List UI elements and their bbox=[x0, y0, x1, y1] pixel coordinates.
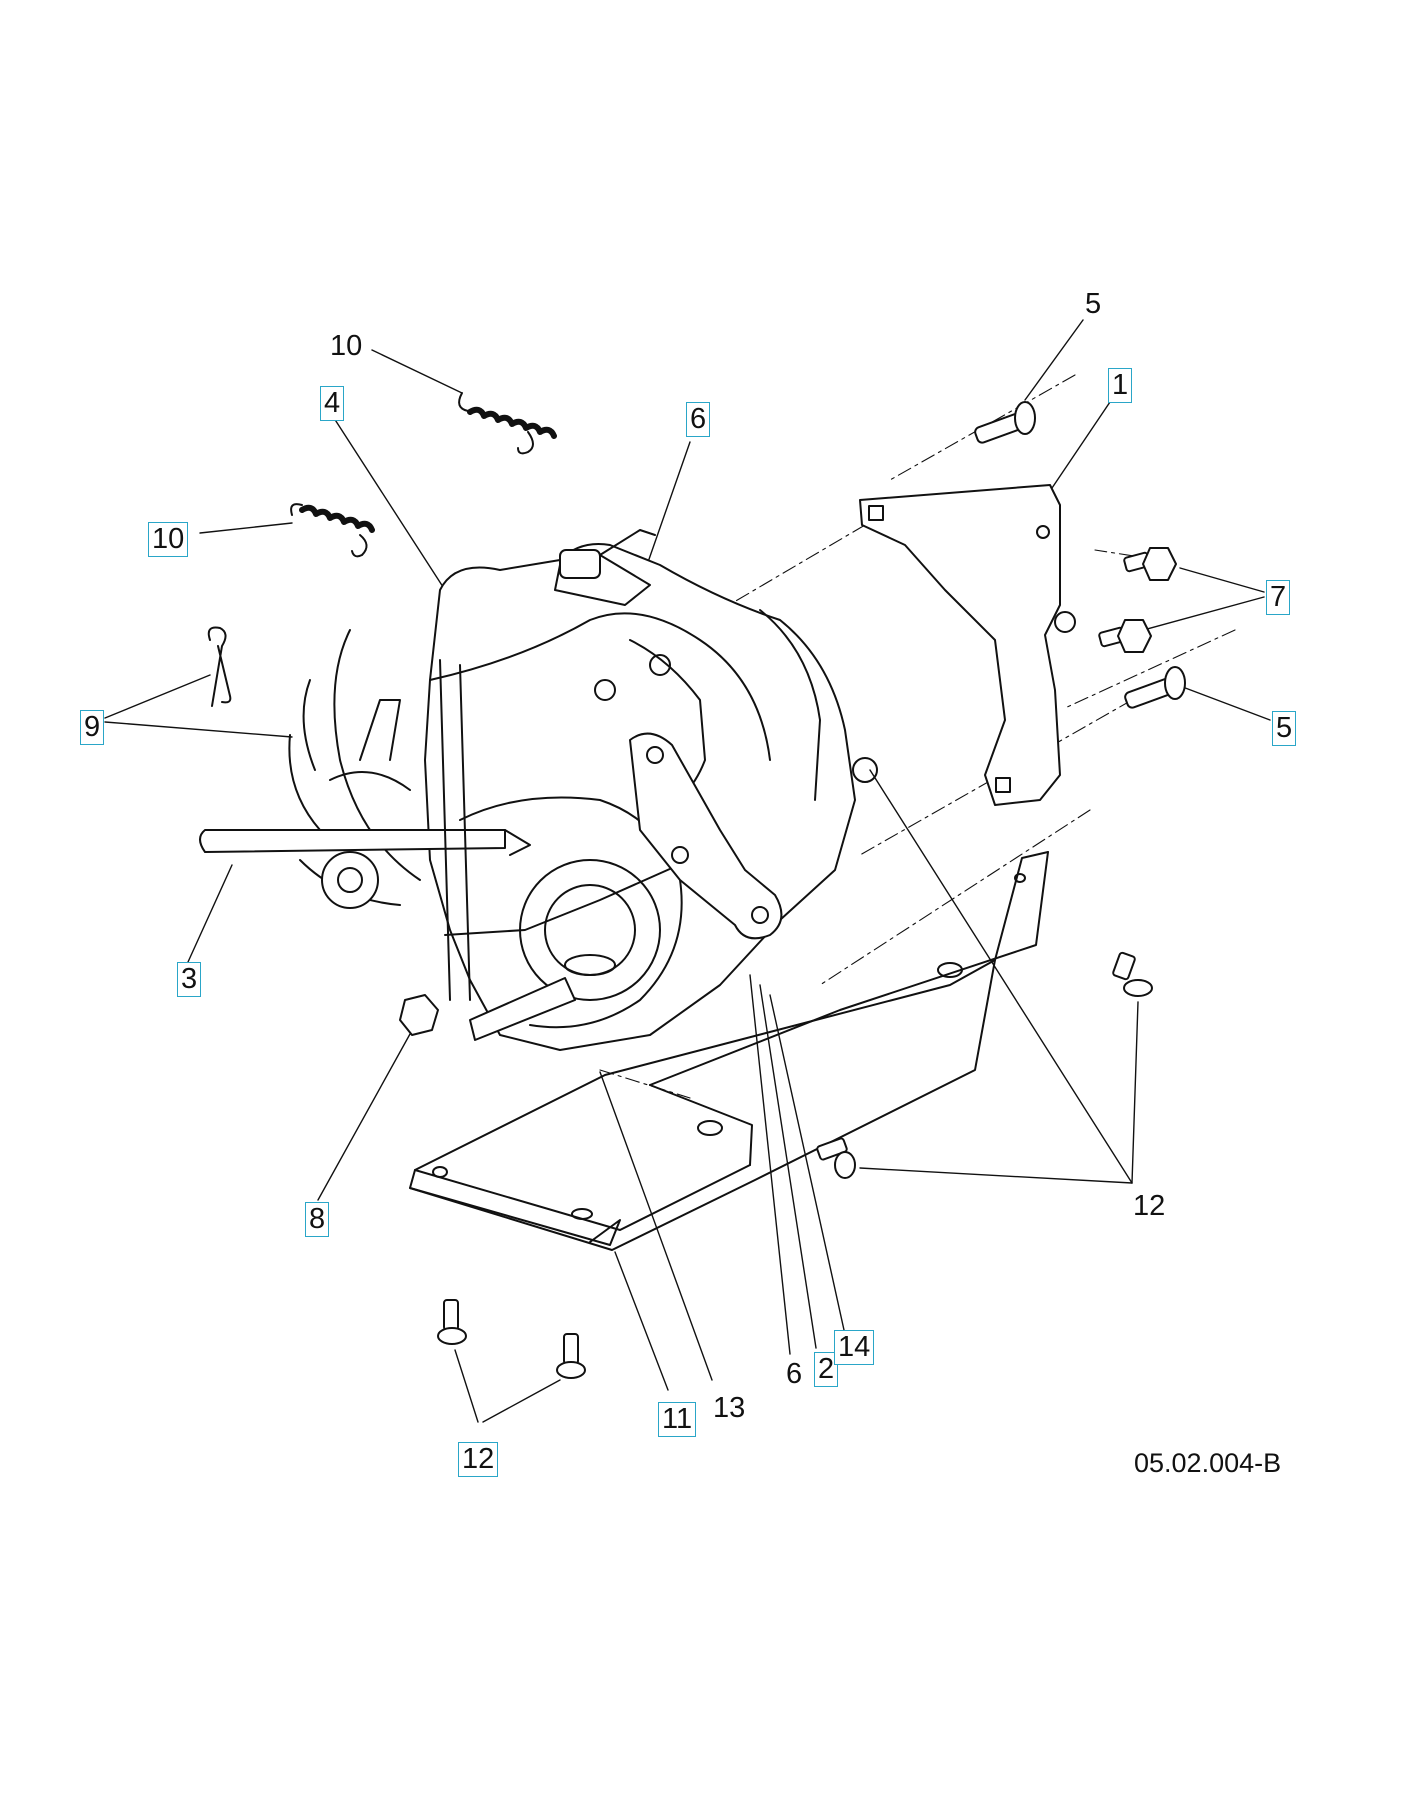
flange-nut-part-7-lower bbox=[1098, 619, 1152, 653]
screw-part-12-middle bbox=[816, 1137, 856, 1179]
screw-part-12-lower-right bbox=[556, 1333, 586, 1379]
hairpin-clip-part-9-left bbox=[207, 626, 232, 707]
callout-4[interactable]: 4 bbox=[320, 386, 345, 421]
callout-7[interactable]: 7 bbox=[1266, 580, 1291, 615]
callout-5-lower[interactable]: 5 bbox=[1272, 711, 1297, 746]
callout-8[interactable]: 8 bbox=[305, 1202, 330, 1237]
callout-6-lower: 6 bbox=[786, 1358, 803, 1390]
hex-nut-part-8 bbox=[399, 994, 439, 1036]
callout-3[interactable]: 3 bbox=[177, 962, 202, 997]
cooling-fan bbox=[288, 629, 421, 909]
callout-6-upper[interactable]: 6 bbox=[686, 402, 711, 437]
extension-spring-part-10-lower bbox=[290, 503, 375, 558]
callout-10-lower[interactable]: 10 bbox=[148, 522, 189, 557]
callout-10-upper: 10 bbox=[330, 330, 363, 362]
callout-2[interactable]: 2 bbox=[814, 1352, 839, 1387]
leader-lines bbox=[104, 319, 1271, 1423]
flange-nut-part-7-upper bbox=[1123, 547, 1177, 581]
control-arm-plate bbox=[629, 732, 783, 940]
callout-13: 13 bbox=[713, 1392, 746, 1424]
callout-12-right: 12 bbox=[1133, 1190, 1166, 1222]
bracket-plate-part-1 bbox=[859, 484, 1076, 806]
callout-12-lower[interactable]: 12 bbox=[458, 1442, 499, 1477]
callout-1[interactable]: 1 bbox=[1108, 368, 1133, 403]
screw-part-12-right bbox=[1112, 951, 1153, 997]
shoulder-bolt-part-5-upper bbox=[974, 401, 1036, 444]
callout-5-upper: 5 bbox=[1085, 288, 1102, 320]
control-rod-part-3 bbox=[199, 659, 531, 1001]
drawing-id: 05.02.004-B bbox=[1134, 1448, 1282, 1478]
callout-11[interactable]: 11 bbox=[658, 1402, 697, 1437]
screw-part-12-lower-left bbox=[437, 1299, 467, 1345]
shoulder-bolt-part-5-lower bbox=[1124, 666, 1186, 709]
callout-9[interactable]: 9 bbox=[80, 710, 105, 745]
callout-14[interactable]: 14 bbox=[834, 1330, 875, 1365]
base-plate-part-11 bbox=[409, 851, 1049, 1251]
extension-spring-part-10-upper bbox=[458, 392, 557, 455]
